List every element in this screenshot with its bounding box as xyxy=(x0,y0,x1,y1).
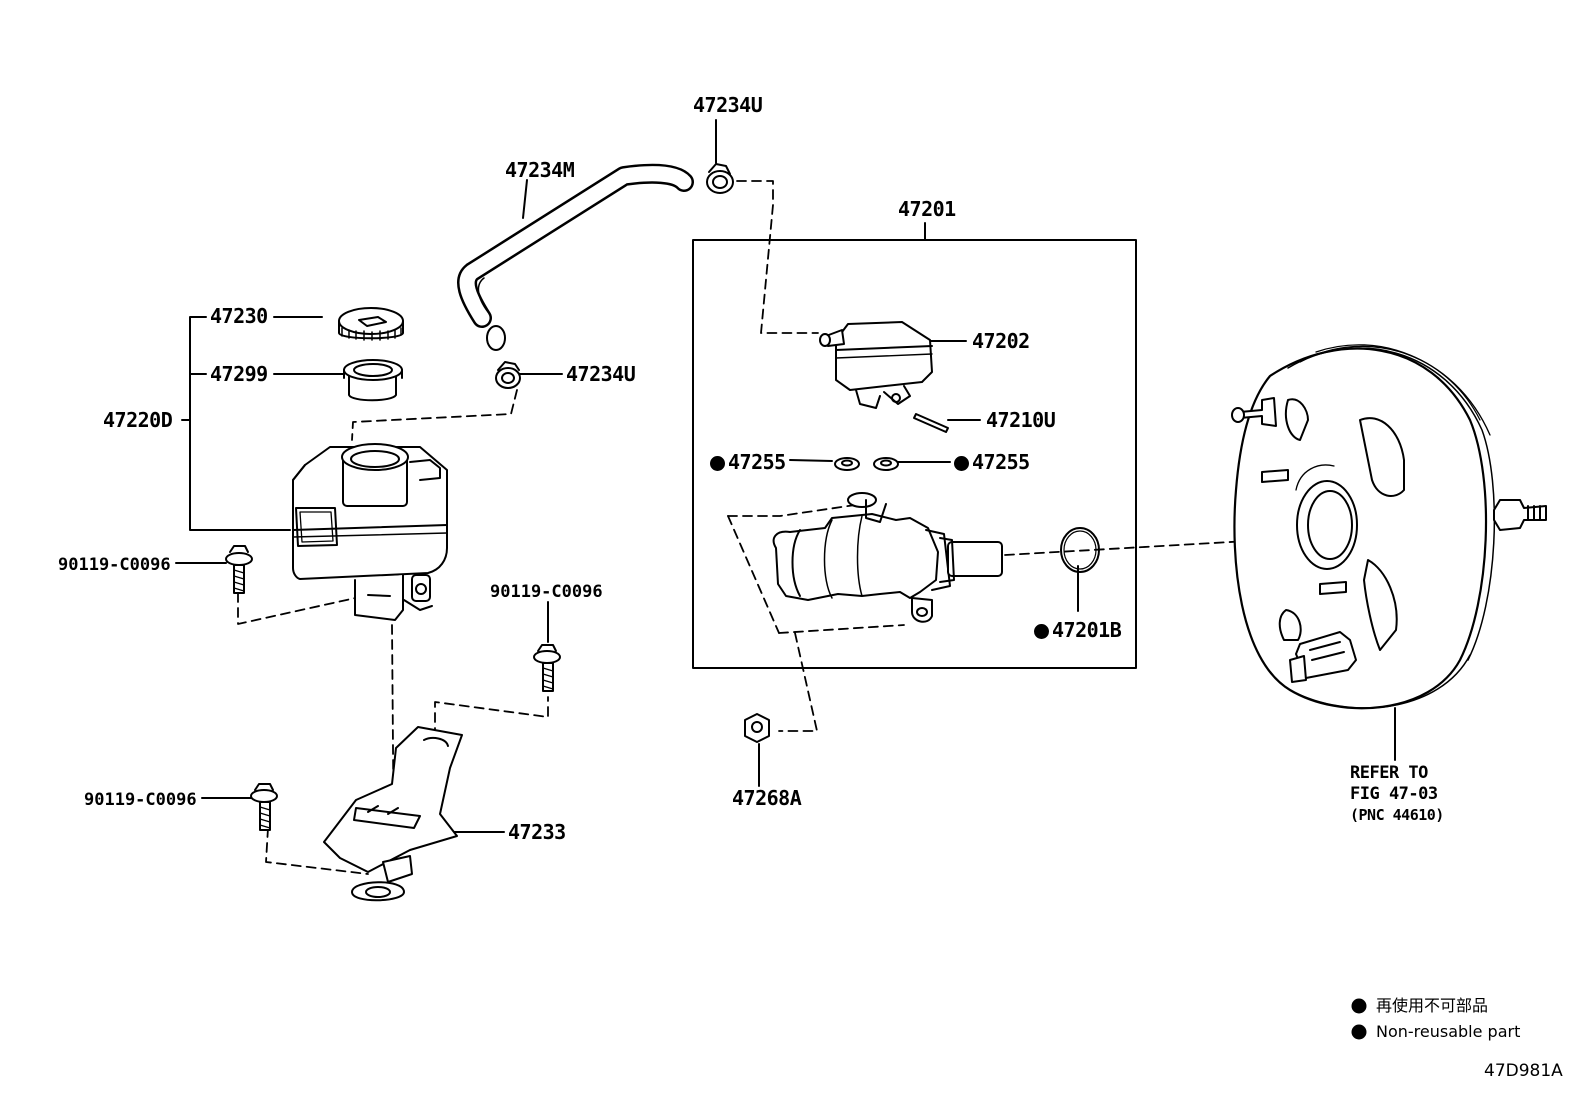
part-label-90119-c0096-b[interactable]: 90119-C0096 xyxy=(490,582,603,602)
part-label-47268a[interactable]: 47268A xyxy=(732,786,802,810)
part-label-90119-c0096-c[interactable]: 90119-C0096 xyxy=(84,790,197,810)
part-label-47234m[interactable]: 47234M xyxy=(505,158,575,182)
part-label-90119-c0096-a[interactable]: 90119-C0096 xyxy=(58,555,171,575)
part-label-47255-left[interactable]: 47255 xyxy=(710,451,786,473)
bracket xyxy=(323,726,463,902)
part-label-47220d[interactable]: 47220D xyxy=(103,408,173,432)
legend-dot-en xyxy=(1351,1024,1367,1040)
reference-line-2: FIG 47-03 xyxy=(1350,784,1438,804)
brake-booster xyxy=(1231,344,1547,710)
bolt-c xyxy=(250,783,278,831)
strainer xyxy=(343,359,403,402)
clamp-mid xyxy=(495,361,521,389)
part-label-47255-right[interactable]: 47255 xyxy=(954,451,1030,473)
diagram-code: 47D981A xyxy=(1484,1061,1563,1081)
reservoir-cap xyxy=(338,307,404,341)
reference-line-3: (PNC 44610) xyxy=(1350,806,1444,824)
reference-note[interactable]: REFER TO FIG 47-03 (PNC 44610) xyxy=(1350,763,1444,826)
cylinder-reservoir xyxy=(819,321,933,409)
o-ring xyxy=(1060,527,1100,573)
legend-english: Non-reusable part xyxy=(1376,1022,1521,1041)
part-label-47201b[interactable]: 47201B xyxy=(1034,619,1122,641)
reference-line-1: REFER TO xyxy=(1350,763,1428,783)
pin xyxy=(913,413,949,433)
bolt-b xyxy=(533,644,561,692)
non-reusable-dot xyxy=(710,456,725,471)
legend-japanese: 再使用不可部品 xyxy=(1376,996,1489,1015)
clamp-top xyxy=(706,163,734,194)
part-label-47233[interactable]: 47233 xyxy=(508,820,566,844)
part-label-47299[interactable]: 47299 xyxy=(210,362,268,386)
part-label-47234u-top[interactable]: 47234U xyxy=(693,93,763,117)
nut xyxy=(744,713,770,743)
master-cylinder xyxy=(772,492,1003,623)
part-label-47230[interactable]: 47230 xyxy=(210,304,268,328)
legend-dot-jp xyxy=(1351,998,1367,1014)
part-label-47201[interactable]: 47201 xyxy=(898,197,956,221)
reservoir-tank xyxy=(292,443,448,621)
part-label-47202[interactable]: 47202 xyxy=(972,329,1030,353)
grommet-left xyxy=(834,457,860,471)
non-reusable-dot xyxy=(954,456,969,471)
grommet-right xyxy=(873,457,899,471)
leader-lines xyxy=(175,119,1396,833)
bolt-a xyxy=(225,545,253,594)
hose-47234m xyxy=(457,163,694,351)
part-label-47234u-mid[interactable]: 47234U xyxy=(566,362,636,386)
non-reusable-dot xyxy=(1034,624,1049,639)
part-label-47210u[interactable]: 47210U xyxy=(986,408,1056,432)
